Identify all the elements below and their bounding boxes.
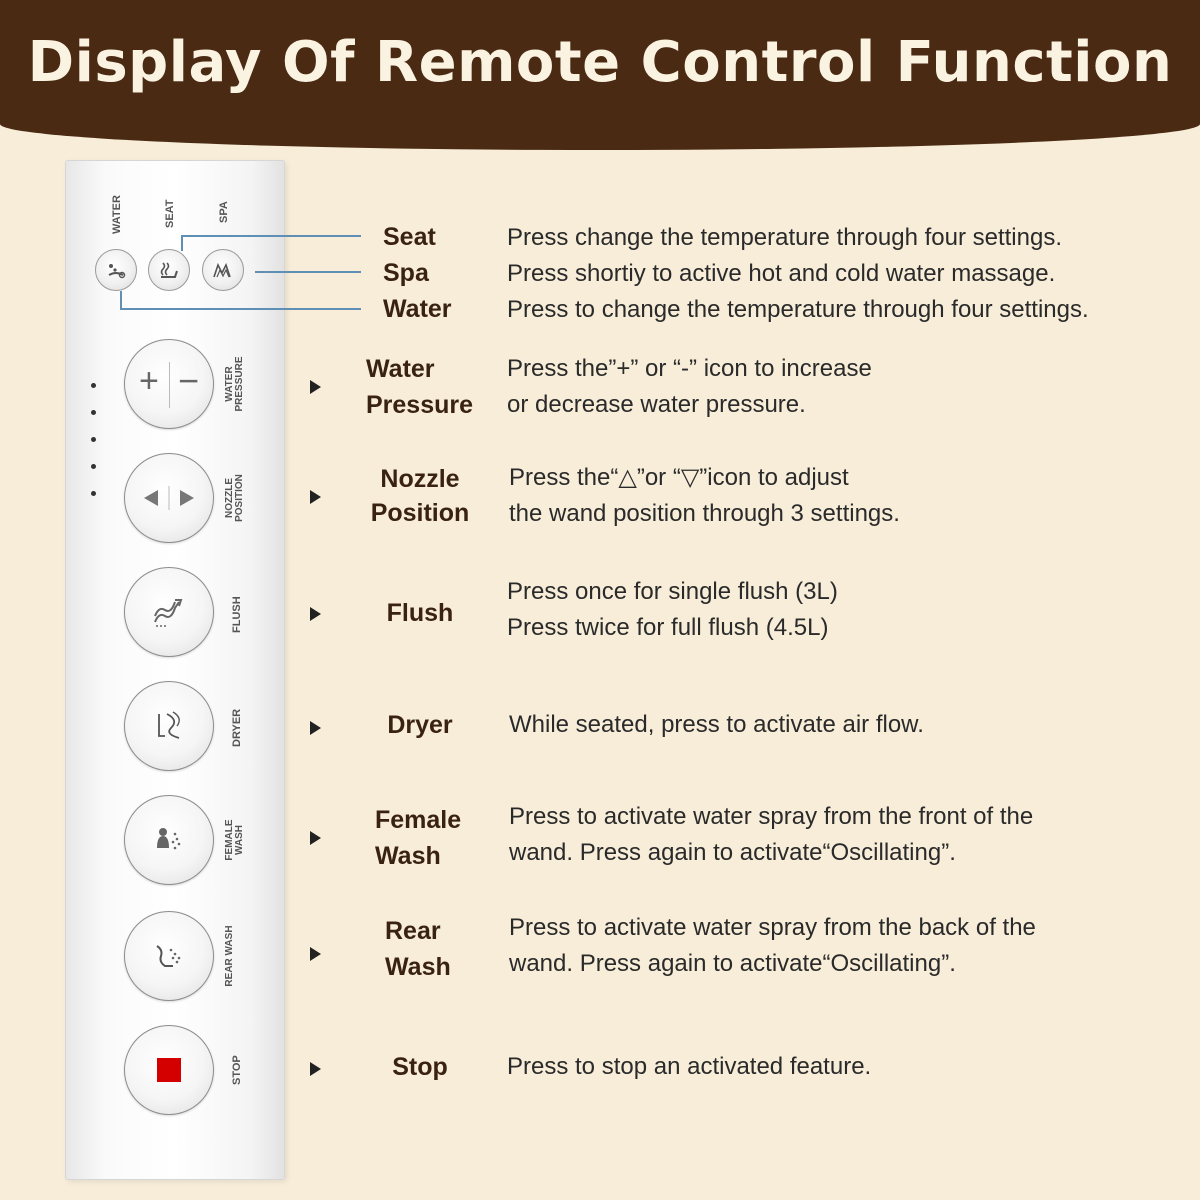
nozzle-position-label: NOZZLE POSITION	[224, 474, 245, 522]
triangle-right-icon	[180, 490, 194, 506]
flush-name: Flush	[386, 599, 454, 627]
rear-wash-button[interactable]	[124, 911, 214, 1001]
nozzle-position-description: Press the“△”or “▽”icon to adjust the wan…	[509, 460, 900, 532]
nozzle-position-name: Nozzle Position	[360, 462, 480, 530]
flush-wave-icon	[154, 599, 183, 627]
flush-button[interactable]	[124, 567, 214, 657]
nozzle-position-button[interactable]	[124, 453, 214, 543]
rear-wash-description: Press to activate water spray from the b…	[509, 910, 1036, 982]
pointer-arrow	[310, 1062, 321, 1076]
nozzle-position-name-line2: Position	[370, 499, 470, 527]
dryer-name: Dryer	[387, 711, 453, 739]
pointer-arrow	[310, 380, 321, 394]
flush-description: Press once for single flush (3L) Press t…	[507, 574, 838, 646]
pressure-level-dot	[91, 464, 96, 469]
female-wash-name-line2: Wash	[375, 842, 441, 870]
pointer-arrow	[310, 721, 321, 735]
dryer-description: While seated, press to activate air flow…	[509, 711, 924, 738]
rear-wash-name-line2: Wash	[385, 953, 451, 981]
female-wash-icon	[157, 828, 181, 850]
water-pressure-name: Water Pressure	[366, 351, 473, 423]
stop-description: Press to stop an activated feature.	[507, 1053, 872, 1080]
water-pressure-name-line2: Pressure	[366, 391, 474, 419]
seat-leader-line	[181, 235, 361, 237]
water-temp-button[interactable]	[95, 249, 137, 291]
water-leader-line	[120, 308, 361, 310]
spa-button[interactable]	[202, 249, 244, 291]
water-description: Press to change the temperature through …	[507, 296, 1089, 323]
rear-wash-name-line1: Rear	[385, 917, 441, 945]
rear-wash-desc-line1: Press to activate water spray from the b…	[509, 914, 1036, 941]
stop-button[interactable]	[124, 1025, 214, 1115]
pointer-arrow	[310, 607, 321, 621]
pressure-level-dot	[91, 410, 96, 415]
rear-wash-label: REAR WASH	[224, 925, 235, 987]
nozzle-position-name-line1: Nozzle	[380, 465, 460, 493]
remote-control: WATER SEAT SPA + − WATER PRESSURE	[65, 160, 285, 1180]
water-temperature-icon	[108, 264, 126, 279]
water-name: Water	[383, 295, 452, 323]
air-flow-icon	[158, 711, 180, 739]
stop-name: Stop	[392, 1053, 448, 1081]
water-leader-line	[120, 291, 122, 308]
triangle-left-icon	[144, 490, 158, 506]
water-pressure-desc-line1: Press the”+” or “-” icon to increase	[507, 355, 872, 382]
water-pressure-name-line1: Water	[366, 355, 435, 383]
pressure-level-dot	[91, 437, 96, 442]
seat-leader-line	[181, 235, 183, 251]
female-wash-button[interactable]	[124, 795, 214, 885]
female-wash-name-line1: Female	[375, 806, 462, 834]
female-wash-name: Female Wash	[375, 802, 461, 874]
page-title: Display Of Remote Control Function	[27, 30, 1173, 95]
stop-square-icon	[157, 1058, 181, 1082]
minus-icon[interactable]: −	[177, 360, 199, 401]
nozzle-arrows	[144, 486, 194, 510]
header-banner: Display Of Remote Control Function	[0, 0, 1200, 150]
female-wash-description: Press to activate water spray from the f…	[509, 799, 1033, 871]
seat-temp-button[interactable]	[148, 249, 190, 291]
female-wash-label: FEMALE WASH	[224, 819, 245, 861]
pointer-arrow	[310, 490, 321, 504]
pointer-arrow	[310, 947, 321, 961]
spa-label: SPA	[218, 201, 230, 223]
rear-wash-name: Rear Wash	[385, 913, 451, 985]
stop-label: STOP	[231, 1055, 243, 1085]
spa-name: Spa	[383, 259, 429, 287]
seat-name: Seat	[383, 223, 436, 251]
spa-massage-icon	[213, 262, 231, 278]
water-pressure-label: WATER PRESSURE	[224, 356, 245, 412]
spa-leader-line	[255, 271, 361, 273]
dryer-button[interactable]	[124, 681, 214, 771]
spa-description: Press shortiy to active hot and cold wat…	[507, 260, 1056, 287]
flush-desc-line2: Press twice for full flush (4.5L)	[507, 614, 829, 641]
rear-wash-icon	[156, 945, 181, 967]
flush-desc-line1: Press once for single flush (3L)	[507, 578, 838, 605]
pressure-level-dot	[91, 491, 96, 496]
nozzle-position-desc-line2: the wand position through 3 settings.	[509, 500, 900, 527]
plus-icon[interactable]: +	[139, 362, 159, 400]
pointer-arrow	[310, 831, 321, 845]
female-wash-desc-line2: wand. Press again to activate“Oscillatin…	[509, 839, 956, 866]
seat-label: SEAT	[164, 199, 176, 228]
water-pressure-desc-line2: or decrease water pressure.	[507, 391, 806, 418]
water-pressure-button[interactable]: + −	[124, 339, 214, 429]
dryer-label: DRYER	[231, 708, 243, 747]
flush-label: FLUSH	[231, 596, 243, 633]
water-label: WATER	[111, 195, 123, 234]
rear-wash-desc-line2: wand. Press again to activate“Oscillatin…	[509, 950, 956, 977]
water-pressure-description: Press the”+” or “-” icon to increase or …	[507, 351, 872, 423]
seat-temperature-icon	[160, 262, 178, 278]
female-wash-desc-line1: Press to activate water spray from the f…	[509, 803, 1034, 830]
pressure-level-dot	[91, 383, 96, 388]
nozzle-position-desc-line1: Press the“△”or “▽”icon to adjust	[509, 464, 849, 491]
seat-description: Press change the temperature through fou…	[507, 224, 1062, 251]
